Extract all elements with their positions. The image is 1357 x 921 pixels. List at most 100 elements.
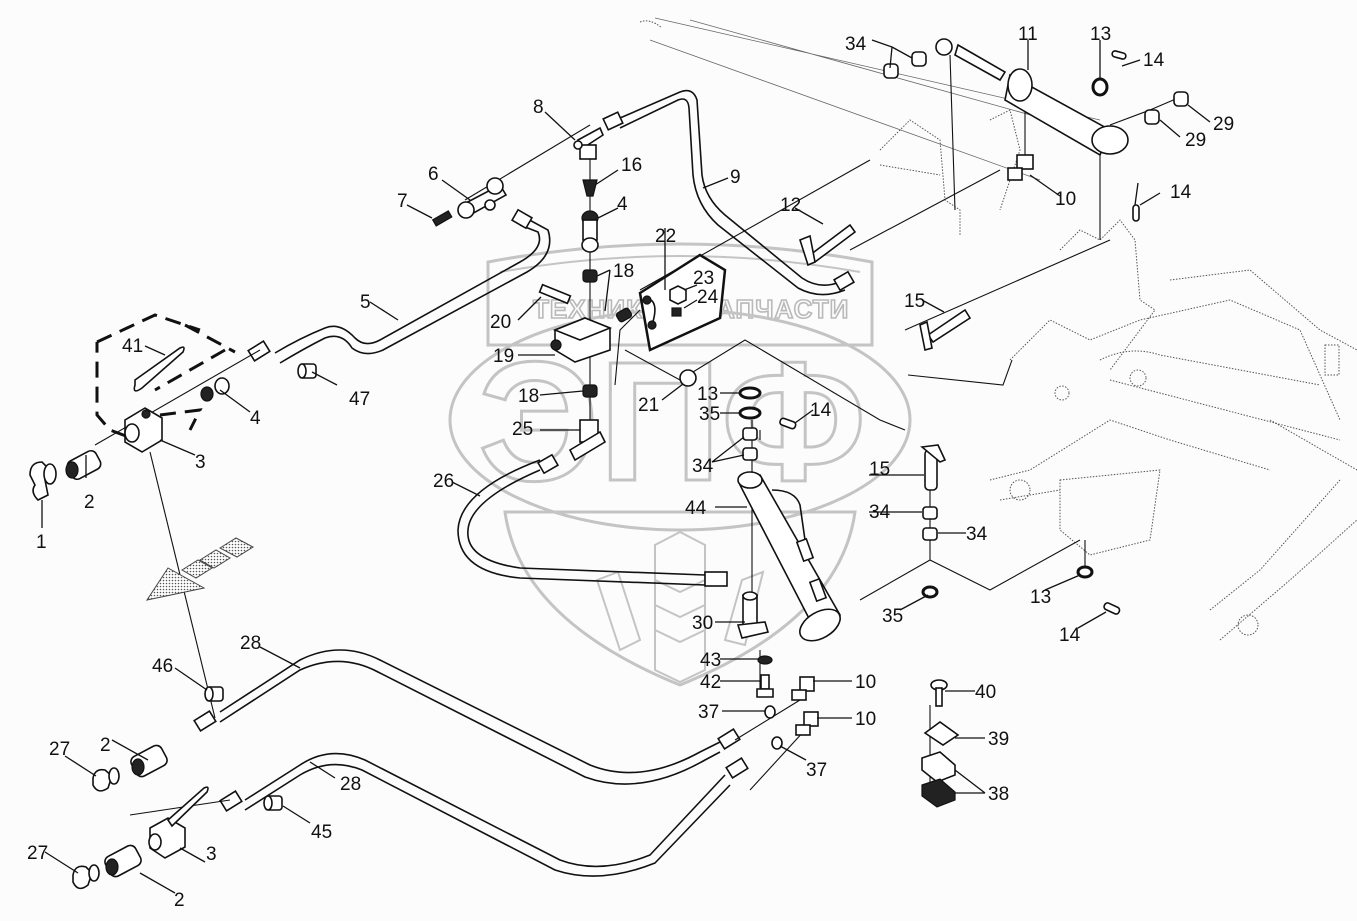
bushing-34-lower (922, 506, 938, 520)
callout-46[interactable]: 46 (152, 656, 173, 677)
callout-6[interactable]: 6 (428, 164, 439, 185)
callout-18[interactable]: 18 (613, 261, 634, 282)
callout-1[interactable]: 1 (36, 532, 47, 553)
callout-44[interactable]: 44 (685, 498, 707, 519)
hose-crimp (602, 111, 624, 131)
callout-13[interactable]: 13 (1090, 24, 1111, 45)
callout-34[interactable]: 34 (869, 502, 891, 523)
hose-clamp-38 (921, 751, 956, 808)
callout-29[interactable]: 29 (1213, 114, 1234, 135)
dust-cap-27-lower (72, 864, 100, 890)
callout-27[interactable]: 27 (27, 843, 48, 864)
hose-crimp (704, 571, 728, 587)
cylinder-11 (935, 38, 1129, 157)
callout-8[interactable]: 8 (533, 97, 544, 118)
callout-30[interactable]: 30 (692, 613, 713, 634)
callout-35[interactable]: 35 (699, 404, 720, 425)
hydraulic-cylinder-44 (737, 471, 842, 642)
callout-18[interactable]: 18 (518, 386, 539, 407)
callout-19[interactable]: 19 (493, 346, 514, 367)
callout-23[interactable]: 23 (693, 268, 714, 289)
dust-cap-1 (29, 461, 57, 501)
lock-pin-12 (799, 223, 857, 267)
callout-14[interactable]: 14 (1170, 182, 1192, 203)
callout-13[interactable]: 13 (697, 384, 718, 405)
valve-block-19 (550, 317, 613, 363)
callout-14[interactable]: 14 (1143, 50, 1165, 71)
coupler-2-upper (65, 449, 102, 481)
bolt-20 (538, 283, 572, 305)
callout-16[interactable]: 16 (621, 155, 642, 176)
callout-34[interactable]: 34 (692, 456, 714, 477)
callout-4[interactable]: 4 (250, 408, 261, 429)
callout-34[interactable]: 34 (966, 524, 988, 545)
callout-2[interactable]: 2 (84, 492, 95, 513)
hoses (193, 89, 856, 877)
elbow-fitting-8 (573, 126, 605, 160)
callout-34[interactable]: 34 (845, 34, 867, 55)
callout-12[interactable]: 12 (780, 195, 801, 216)
callout-4[interactable]: 4 (617, 194, 628, 215)
pin-14 (1111, 50, 1127, 60)
callout-29[interactable]: 29 (1185, 130, 1206, 151)
callout-41[interactable]: 41 (122, 336, 143, 357)
callout-10[interactable]: 10 (1055, 189, 1076, 210)
elbow-10-c (1007, 154, 1034, 181)
coupler-2-lower (104, 844, 142, 878)
callout-9[interactable]: 9 (730, 167, 741, 188)
callout-28[interactable]: 28 (240, 633, 261, 654)
bushing-34-top (911, 51, 927, 67)
callout-15[interactable]: 15 (904, 291, 925, 312)
callout-5[interactable]: 5 (360, 292, 371, 313)
arrow-head (145, 567, 206, 601)
callout-37[interactable]: 37 (698, 702, 719, 723)
callout-13[interactable]: 13 (1030, 587, 1051, 608)
watermark: ТЕХНИКА И ЗАПЧАСТИ ЭПФ (448, 242, 912, 687)
machine-frame (639, 17, 1357, 641)
callout-42[interactable]: 42 (700, 672, 721, 693)
callout-3[interactable]: 3 (206, 844, 217, 865)
tee-fitting-6 (457, 177, 508, 219)
adapter-18-lower (582, 384, 598, 398)
callout-10[interactable]: 10 (855, 672, 876, 693)
callout-28[interactable]: 28 (340, 774, 361, 795)
hose-crimp (536, 453, 560, 475)
plug-24 (671, 307, 682, 317)
callout-35[interactable]: 35 (882, 606, 903, 627)
callout-2[interactable]: 2 (100, 735, 111, 756)
callout-7[interactable]: 7 (397, 191, 408, 212)
washer-13 (738, 386, 762, 400)
callout-37[interactable]: 37 (806, 760, 827, 781)
callout-14[interactable]: 14 (810, 400, 832, 421)
callout-15[interactable]: 15 (869, 459, 890, 480)
elbow-10-a (791, 676, 815, 701)
callout-22[interactable]: 22 (655, 226, 676, 247)
callout-26[interactable]: 26 (433, 471, 454, 492)
callout-27[interactable]: 27 (49, 739, 70, 760)
callout-20[interactable]: 20 (490, 312, 511, 333)
washer-13-lower (1076, 565, 1094, 579)
callout-21[interactable]: 21 (638, 395, 659, 416)
valve-handle-41 (133, 346, 185, 392)
screw-7 (431, 210, 453, 227)
watermark-banner (486, 242, 874, 347)
washer-37 (764, 705, 776, 719)
callout-43[interactable]: 43 (700, 650, 721, 671)
callout-10[interactable]: 10 (855, 709, 876, 730)
callout-38[interactable]: 38 (988, 784, 1009, 805)
callout-11[interactable]: 11 (1018, 24, 1038, 45)
washer-35 (738, 406, 762, 420)
callout-47[interactable]: 47 (349, 389, 370, 410)
hose-crimp (832, 270, 856, 292)
callout-3[interactable]: 3 (195, 452, 206, 473)
callout-40[interactable]: 40 (975, 682, 996, 703)
parts (29, 38, 1189, 890)
callout-39[interactable]: 39 (988, 729, 1009, 750)
callout-2[interactable]: 2 (174, 890, 185, 911)
callout-14[interactable]: 14 (1059, 625, 1081, 646)
callout-24[interactable]: 24 (697, 287, 719, 308)
callout-25[interactable]: 25 (512, 419, 533, 440)
callout-45[interactable]: 45 (311, 822, 332, 843)
bushing-34-lower (922, 527, 938, 541)
hose-crimp (219, 790, 243, 812)
